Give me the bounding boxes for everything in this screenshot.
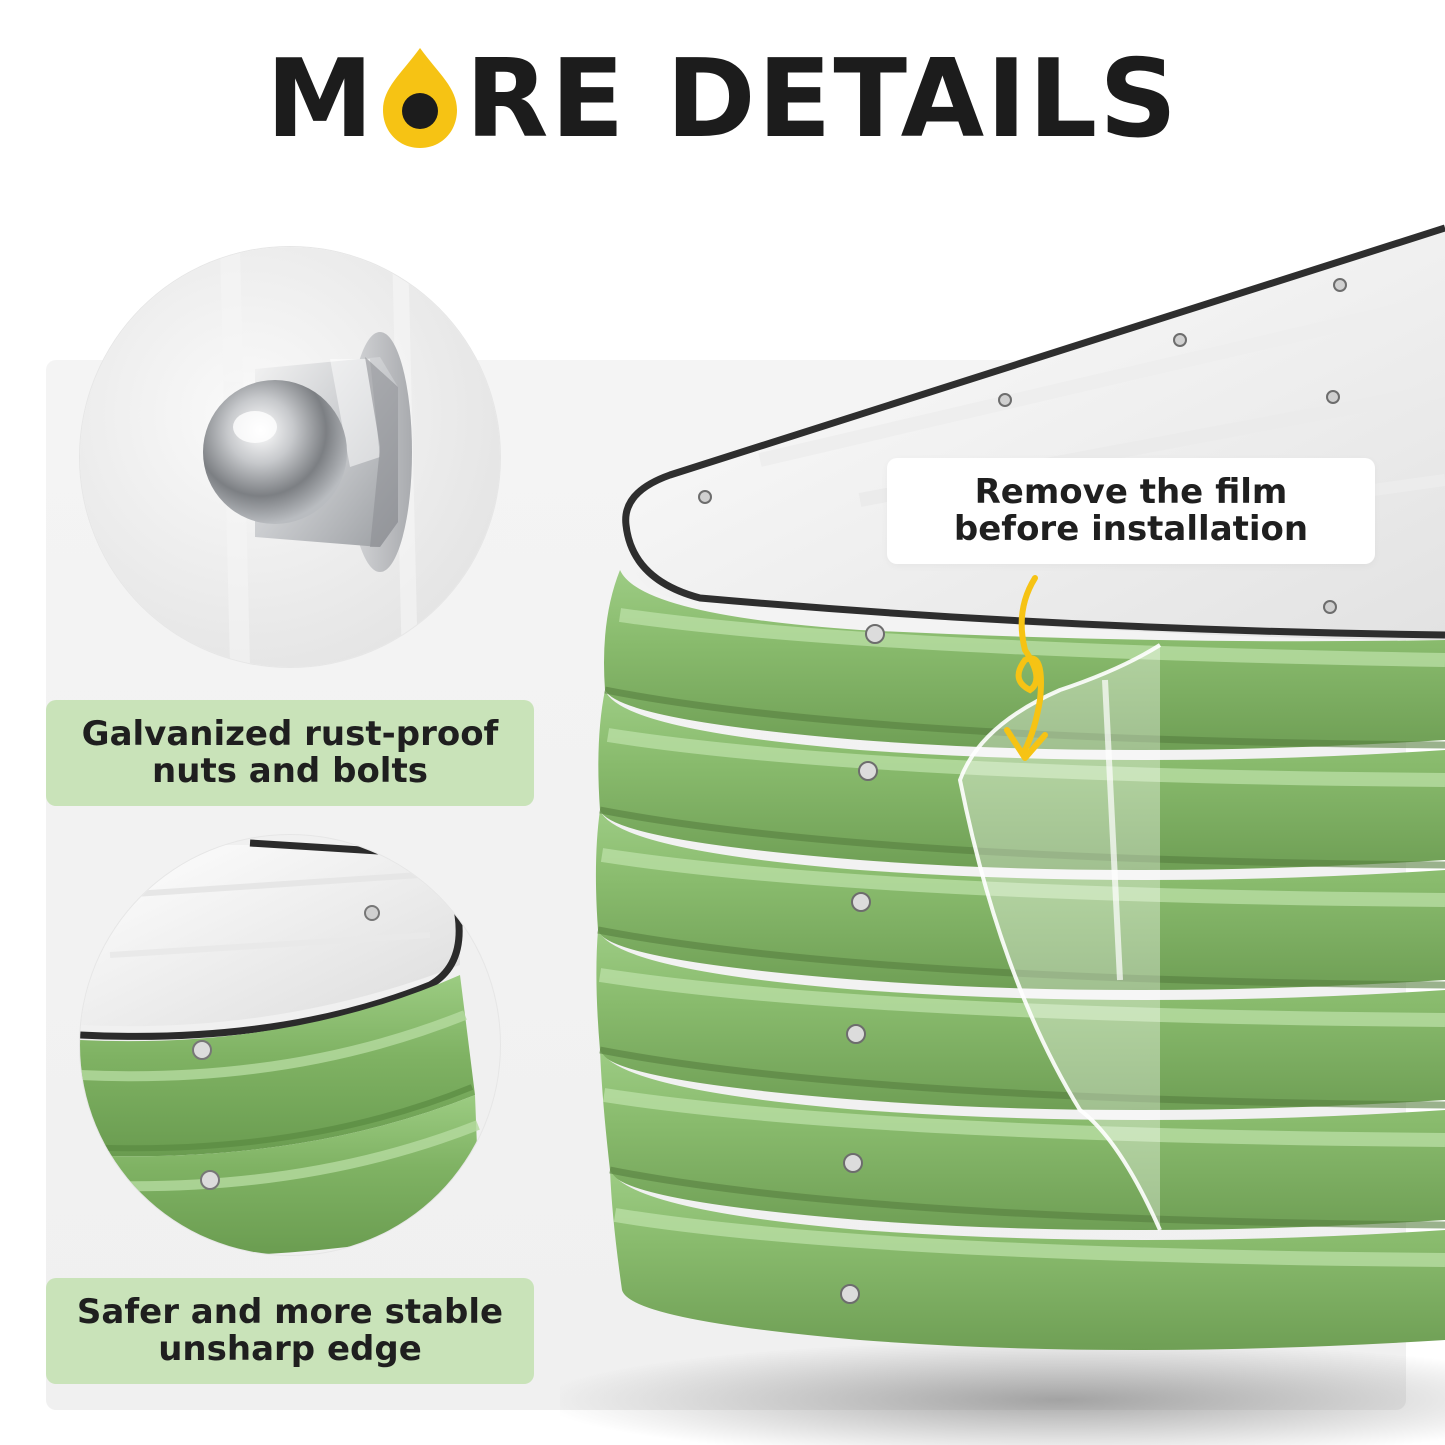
feature-label-text: Galvanized rust-proof nuts and bolts — [81, 714, 499, 791]
cap-nut-closeup — [80, 247, 500, 667]
protective-film — [957, 643, 1162, 1231]
droplet-o-icon — [379, 48, 461, 148]
curved-arrow-icon — [1004, 575, 1048, 761]
feature-label-edge: Safer and more stable unsharp edge — [46, 1278, 534, 1384]
corrugated-ribs — [595, 570, 1445, 1350]
raised-garden-bed-image — [560, 224, 1445, 1445]
film-removal-callout: Remove the film before installation — [887, 458, 1375, 564]
cap-nut-icon — [203, 247, 418, 667]
title-text: M RE DETAILS — [266, 46, 1179, 154]
bolt-heads — [698, 278, 1347, 1304]
feature-label-text: Safer and more stable unsharp edge — [76, 1292, 504, 1369]
callout-text: Remove the film before installation — [953, 472, 1309, 549]
rolled-edge-closeup — [80, 835, 500, 1255]
page-title: M RE DETAILS — [0, 40, 1445, 160]
rolled-edge-icon — [80, 835, 500, 1255]
title-suffix: RE DETAILS — [465, 37, 1180, 162]
feature-label-nuts: Galvanized rust-proof nuts and bolts — [46, 700, 534, 806]
title-prefix: M — [265, 37, 376, 162]
